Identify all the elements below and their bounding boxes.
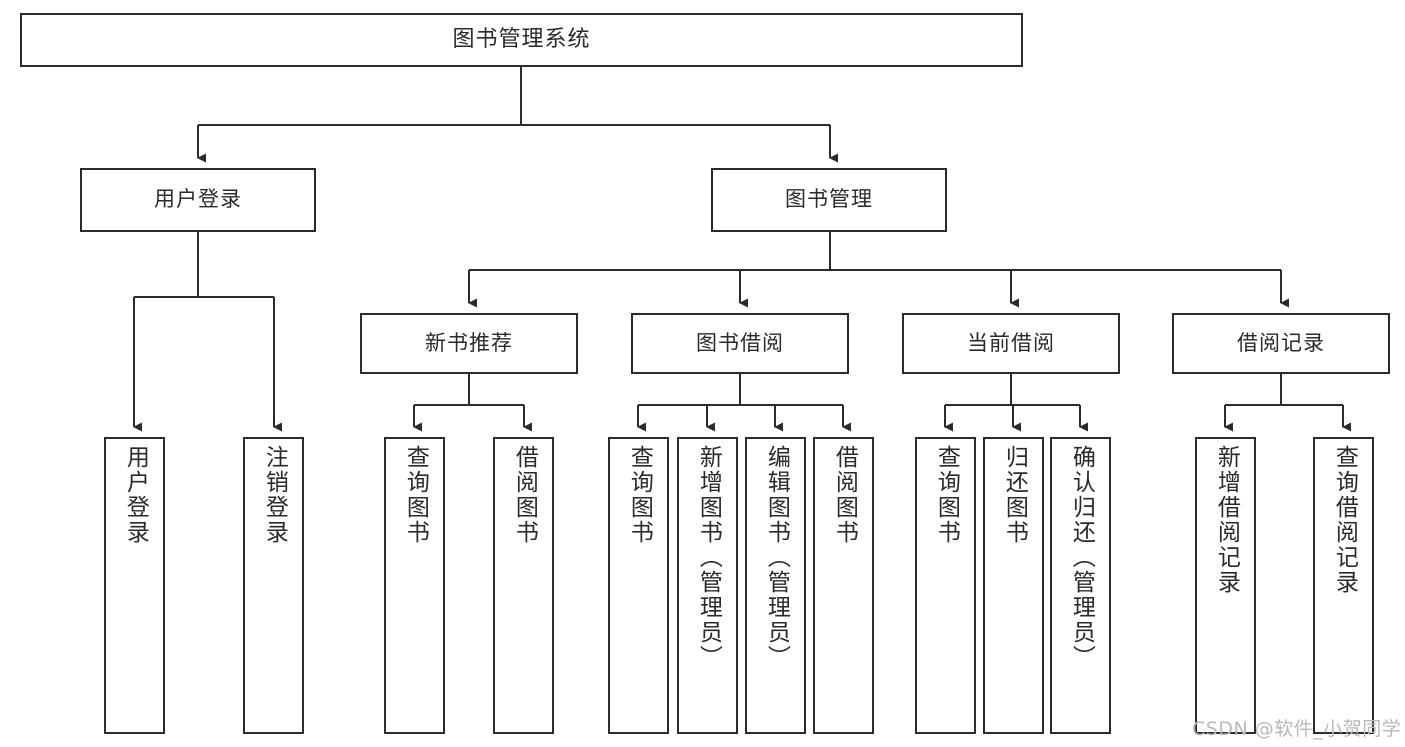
node-current-borrow[interactable]: 当前借阅 bbox=[902, 313, 1120, 374]
leaf-nb-query-book-label: 查询图书 bbox=[402, 445, 429, 545]
node-borrow-record-label: 借阅记录 bbox=[1237, 330, 1325, 355]
node-new-book-recommend-label: 新书推荐 bbox=[425, 330, 513, 355]
leaf-cb-return-book-label: 归还图书 bbox=[1001, 445, 1028, 545]
node-borrow-record[interactable]: 借阅记录 bbox=[1172, 313, 1390, 374]
leaf-br-add-record-label: 新增借阅记录 bbox=[1213, 445, 1240, 595]
leaf-cb-confirm-return-label: 确认归还（管理员） bbox=[1068, 445, 1095, 670]
leaf-cb-query-book-label: 查询图书 bbox=[933, 445, 960, 545]
leaf-bb-edit-book[interactable]: 编辑图书（管理员） bbox=[745, 437, 806, 734]
node-current-borrow-label: 当前借阅 bbox=[967, 330, 1055, 355]
leaf-user-login[interactable]: 用户登录 bbox=[104, 437, 165, 734]
node-user-login[interactable]: 用户登录 bbox=[80, 168, 316, 232]
leaf-nb-query-book[interactable]: 查询图书 bbox=[384, 437, 445, 734]
leaf-bb-add-book-label: 新增图书（管理员） bbox=[695, 445, 722, 670]
node-user-login-label: 用户登录 bbox=[154, 187, 242, 212]
leaf-bb-edit-book-label: 编辑图书（管理员） bbox=[763, 445, 790, 670]
leaf-logout-label: 注销登录 bbox=[261, 445, 288, 545]
leaf-logout[interactable]: 注销登录 bbox=[243, 437, 304, 734]
leaf-bb-borrow-book-label: 借阅图书 bbox=[831, 445, 858, 545]
leaf-bb-borrow-book[interactable]: 借阅图书 bbox=[813, 437, 874, 734]
node-book-borrow[interactable]: 图书借阅 bbox=[631, 313, 849, 374]
leaf-br-query-record-label: 查询借阅记录 bbox=[1331, 445, 1358, 595]
leaf-bb-add-book[interactable]: 新增图书（管理员） bbox=[677, 437, 738, 734]
node-root-label: 图书管理系统 bbox=[452, 26, 591, 52]
leaf-cb-confirm-return[interactable]: 确认归还（管理员） bbox=[1050, 437, 1111, 734]
node-root[interactable]: 图书管理系统 bbox=[20, 13, 1023, 67]
leaf-bb-query-book-label: 查询图书 bbox=[626, 445, 653, 545]
leaf-br-add-record[interactable]: 新增借阅记录 bbox=[1195, 437, 1256, 734]
leaf-cb-return-book[interactable]: 归还图书 bbox=[983, 437, 1044, 734]
leaf-nb-borrow-book[interactable]: 借阅图书 bbox=[493, 437, 554, 734]
node-new-book-recommend[interactable]: 新书推荐 bbox=[360, 313, 578, 374]
node-book-management[interactable]: 图书管理 bbox=[711, 168, 947, 232]
leaf-br-query-record[interactable]: 查询借阅记录 bbox=[1313, 437, 1374, 734]
watermark-text: CSDN @软件_小贺同学 bbox=[1192, 718, 1402, 740]
leaf-cb-query-book[interactable]: 查询图书 bbox=[915, 437, 976, 734]
node-book-management-label: 图书管理 bbox=[785, 187, 873, 212]
leaf-bb-query-book[interactable]: 查询图书 bbox=[608, 437, 669, 734]
leaf-nb-borrow-book-label: 借阅图书 bbox=[511, 445, 538, 545]
node-book-borrow-label: 图书借阅 bbox=[696, 330, 784, 355]
leaf-user-login-label: 用户登录 bbox=[122, 445, 149, 545]
